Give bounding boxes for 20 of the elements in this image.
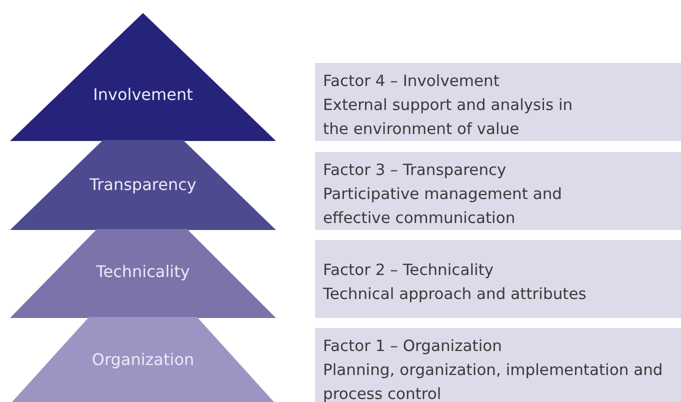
factor-description: External support and analysis in the environment of value: [323, 95, 574, 140]
factor-box: [315, 240, 681, 318]
pyramid-layer: [10, 229, 276, 318]
pyramid-layer: [12, 317, 274, 402]
factor-description: Planning, organization, implementation and process control: [323, 360, 664, 402]
factor-heading: Factor 4 – Involvement: [323, 71, 500, 92]
factor-description: Participative management and effective communication: [323, 184, 564, 229]
factor-heading: Factor 2 – Technicality: [323, 260, 494, 281]
factor-description: Technical approach and attributes: [323, 284, 586, 305]
factor-heading: Factor 1 – Organization: [323, 336, 502, 357]
pyramid-layer: [10, 140, 276, 230]
layer-label: Organization: [90, 350, 196, 369]
factor-box: [315, 152, 681, 230]
factor-box: [315, 63, 681, 141]
layer-label: Technicality: [95, 262, 191, 281]
layer-label: Transparency: [88, 175, 198, 194]
layer-label: Involvement: [92, 85, 194, 104]
pyramid-layer: [10, 13, 276, 141]
factor-box: [315, 328, 681, 402]
factor-heading: Factor 3 – Transparency: [323, 160, 506, 181]
